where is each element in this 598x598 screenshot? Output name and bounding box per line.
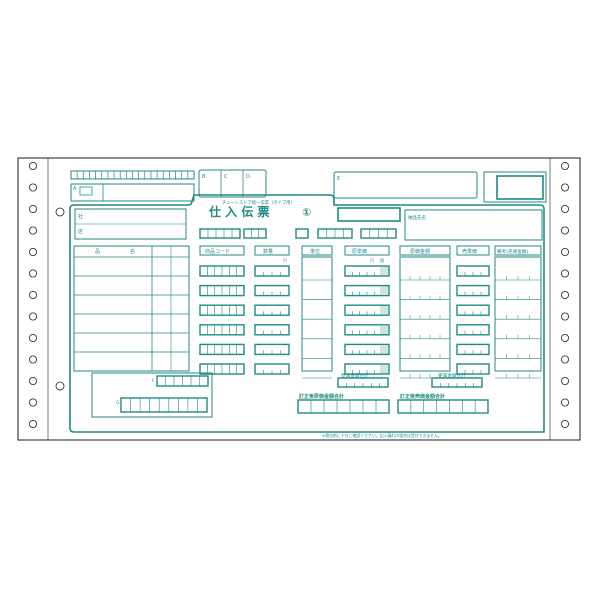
tractor-hole [561,290,570,299]
delivery-label: 納品先名 [408,214,426,221]
tractor-hole [28,419,37,428]
chain-label: チェーンストア統一伝票（タイプ用） [222,199,295,206]
item-label: 品 [95,249,100,255]
tractor-hole [561,247,570,256]
tractor-hole [28,183,37,192]
binding-hole [55,381,65,391]
totals-boxes [297,377,489,414]
box-a [70,183,195,202]
tractor-hole [28,247,37,256]
tractor-hole [561,333,570,342]
sen-shade [380,286,388,295]
right-tractor-holes [561,161,570,428]
sell-header-label: 売単価 [462,248,477,255]
tractor-hole [561,269,570,278]
corrected-sell-total-label: 訂正後売価金額合計 [400,393,445,400]
item-name-rows [74,256,189,353]
form-title: 仕 入 伝 票 [208,204,270,219]
tractor-hole [28,355,37,364]
tractor-hole [28,333,37,342]
corrected-cost-total-cells [297,399,390,414]
corrected-cost-total-label: 訂正後原価金額合計 [299,393,344,400]
cost-amount-header [399,245,451,256]
remarks-header [494,245,542,256]
cost-header-label: 原単価 [352,248,367,255]
tractor-hole [561,183,570,192]
sen-shade [380,365,388,373]
header-code-row [199,228,397,239]
box-c-label: C [224,174,228,180]
tractor-hole [561,419,570,428]
shop-label: 社 [78,213,83,220]
header-code-cells-2 [243,228,267,239]
box-b-label: B [202,174,206,180]
box-e [333,171,478,199]
sell-total-label: 売価金額合計 [438,372,466,379]
tractor-hole [561,398,570,407]
box-f-label: F [152,378,155,384]
qty-header [254,245,290,256]
header-code-cell-3 [295,228,309,239]
name-label: 名 [130,248,135,255]
box-g-label: G [116,400,120,406]
tractor-hole [561,226,570,235]
cost-total-label: 原価金額合計 [341,372,369,379]
unit-column [301,256,333,372]
cost-sen-label: 銭 [380,257,384,263]
footer-note: ※提出前に十分ご確認ください。記入漏れの場合は受付できません。 [322,433,442,438]
barcode-strip [70,170,195,180]
tractor-hole [28,204,37,213]
slip-number-box [337,207,401,222]
cost-yen-label: 円 [370,258,374,263]
tractor-hole [561,161,570,170]
tractor-hole [28,290,37,299]
qty-unit-note: 円 [283,258,287,263]
corrected-sell-total-cells [397,399,489,414]
remarks-column [494,256,542,372]
remarks-header-label: 備考(売価金額) [497,248,528,255]
sen-shade [380,267,388,275]
tractor-hole [28,312,37,321]
item-name-column [73,245,190,372]
tractor-hole [561,204,570,213]
box-stamp [483,171,547,203]
box-bcd [198,169,267,198]
cost-amount-header-label: 原価金額 [410,248,430,255]
tractor-hole [561,312,570,321]
tractor-hole [561,355,570,364]
qty-header-label: 数量 [263,248,273,255]
tractor-hole [28,398,37,407]
binding-hole [55,207,65,217]
left-tractor-holes [28,161,65,428]
sen-shade [380,306,388,315]
delivery-box [404,209,543,241]
sen-shade [380,345,388,354]
cost-amount-column [399,256,451,372]
box-d-label: D [246,174,250,180]
box-a-label: A [73,186,77,192]
code-header-label: 商品コード [205,248,230,255]
store-label: 店 [78,228,83,235]
copy-number: ① [302,206,311,219]
header-code-cells-1 [199,228,241,239]
tractor-hole [28,226,37,235]
box-e-label: E [337,176,340,182]
sen-shade [380,325,388,334]
line-item-rows [199,265,541,379]
box-g-cells [120,397,208,413]
tractor-hole [28,161,37,170]
tractor-hole [28,269,37,278]
unit-header [301,245,333,256]
tractor-hole [28,376,37,385]
sell-header [456,245,490,256]
fg-box [91,372,213,418]
fg-digit-cells [120,375,209,413]
cost-header [344,245,390,256]
tractor-hole [561,376,570,385]
code-header [199,245,245,256]
unit-header-label: 単位 [310,248,320,255]
